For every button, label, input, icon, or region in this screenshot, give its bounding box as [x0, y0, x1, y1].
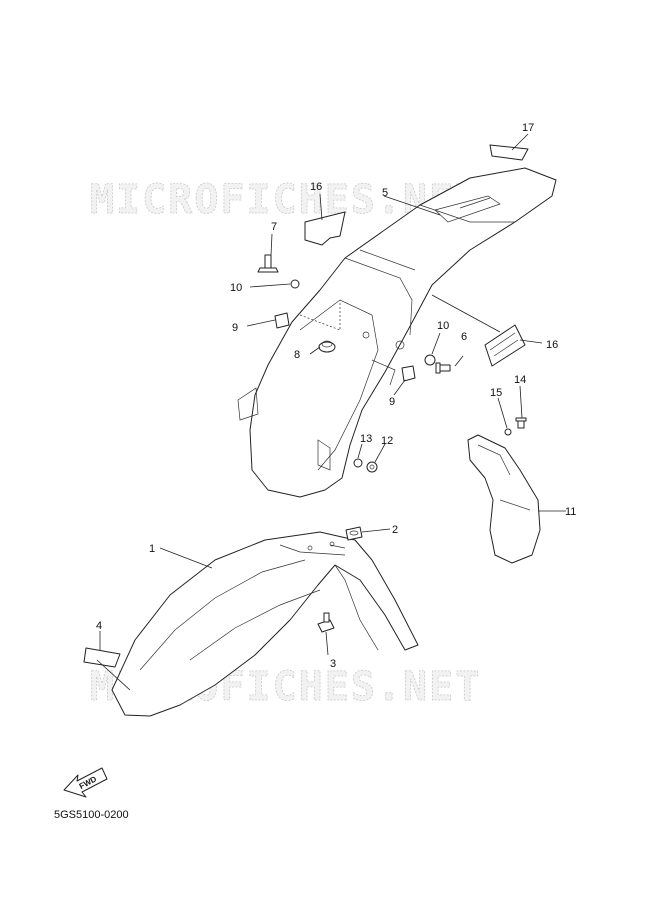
leader-lines — [96, 133, 566, 691]
bolt-7 — [257, 254, 279, 273]
watermark-top: MICROFICHES.NET — [90, 177, 481, 223]
fwd-arrow-icon: FWD — [63, 767, 108, 798]
callout-6: 6 — [461, 331, 467, 343]
callout-12: 12 — [381, 435, 393, 447]
callout-14: 14 — [514, 374, 526, 386]
nut-2 — [345, 526, 363, 541]
callout-15: 15 — [490, 387, 502, 399]
callout-16b: 16 — [546, 339, 558, 351]
clip-9-right — [401, 365, 416, 382]
collar-10-right — [424, 354, 436, 366]
bolt-14 — [515, 417, 527, 429]
bolt-12 — [366, 461, 378, 473]
callout-16a: 16 — [310, 181, 322, 193]
drawing-code: 5GS5100-0200 — [54, 809, 129, 821]
callout-13: 13 — [360, 433, 372, 445]
side-flap — [467, 434, 541, 564]
callout-1: 1 — [149, 543, 155, 555]
callout-10a: 10 — [230, 282, 242, 294]
callout-5: 5 — [382, 187, 388, 199]
decal-17 — [489, 144, 529, 161]
decal-4 — [83, 647, 121, 668]
bolt-3 — [317, 612, 335, 633]
callout-4: 4 — [96, 620, 102, 632]
nut-13 — [353, 458, 363, 468]
callout-9a: 9 — [232, 322, 238, 334]
collar-10-left — [290, 279, 300, 289]
callout-8: 8 — [294, 349, 300, 361]
callout-17: 17 — [522, 122, 534, 134]
callouts: 1 2 3 4 5 6 7 8 9 9 10 10 11 12 13 14 15… — [96, 122, 576, 670]
callout-2: 2 — [392, 524, 398, 536]
decal-16-left — [304, 211, 346, 246]
washer-15 — [504, 428, 512, 436]
callout-3: 3 — [330, 658, 336, 670]
front-fender — [111, 531, 419, 717]
bolt-6 — [435, 362, 451, 374]
callout-7: 7 — [271, 221, 277, 233]
callout-11: 11 — [565, 506, 576, 518]
grommet-8 — [318, 340, 336, 353]
clip-9-left — [274, 312, 290, 329]
callout-10b: 10 — [437, 320, 449, 332]
callout-9b: 9 — [389, 396, 395, 408]
decal-16-right — [484, 324, 526, 367]
rear-fender — [237, 167, 557, 498]
